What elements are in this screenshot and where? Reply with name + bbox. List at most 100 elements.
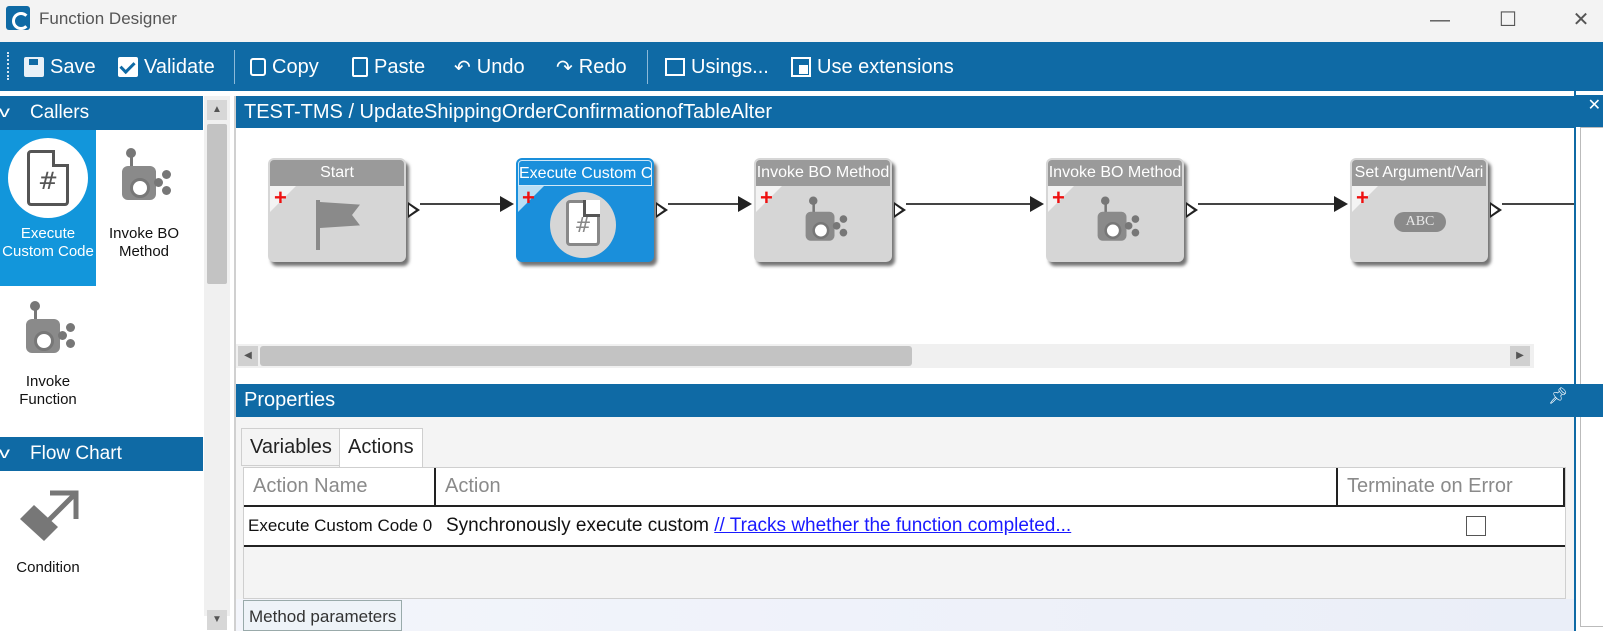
bo-method-icon — [116, 148, 176, 208]
usings-label: Usings... — [691, 55, 769, 78]
maximize-button[interactable]: ☐ — [1499, 9, 1517, 31]
usings-button[interactable]: Usings... — [665, 53, 769, 81]
tool-condition[interactable]: Condition — [0, 475, 96, 585]
undo-icon: ↶ — [454, 56, 471, 79]
actions-table: Action Name Action Terminate on Error Ex… — [243, 467, 1566, 599]
output-connector[interactable] — [894, 202, 906, 218]
scroll-right-icon[interactable]: ▶ — [1510, 346, 1530, 366]
toolbar-grip[interactable] — [7, 52, 9, 80]
undo-button[interactable]: ↶ Undo — [454, 53, 525, 81]
redo-icon: ↷ — [556, 56, 573, 79]
bottom-tab-strip — [236, 599, 1574, 631]
close-button[interactable]: ✕ — [1572, 9, 1590, 31]
activity-invoke-bo-method[interactable]: Invoke BO Method + — [754, 158, 906, 262]
chevron-down-icon: v — [0, 445, 35, 463]
paste-button[interactable]: Paste — [352, 53, 425, 81]
title-bar: Function Designer — ☐ ✕ — [0, 0, 1603, 42]
activity-set-argument[interactable]: Set Argument/Vari + ABC — [1350, 158, 1502, 262]
output-connector[interactable] — [1186, 202, 1198, 218]
add-icon[interactable]: + — [1052, 185, 1065, 210]
toolbox-scrollbar[interactable]: ▲ ▼ — [204, 96, 230, 630]
tool-execute-custom-code[interactable]: # Execute Custom Code — [0, 130, 96, 286]
save-label: Save — [50, 55, 96, 78]
chevron-down-icon: v — [0, 104, 35, 122]
redo-label: Redo — [578, 55, 627, 78]
terminate-on-error-checkbox[interactable] — [1466, 516, 1486, 536]
cell-action-name: Execute Custom Code 0 — [248, 516, 432, 535]
arrow-icon — [1030, 196, 1044, 212]
column-header-action[interactable]: Action — [445, 475, 501, 497]
side-panel-body — [1580, 127, 1603, 627]
copy-label: Copy — [272, 55, 319, 78]
document-hash-icon: # — [566, 200, 600, 246]
side-panel-collapsed[interactable]: ✕ — [1574, 91, 1603, 631]
validate-button[interactable]: Validate — [118, 53, 215, 81]
toolbox-group-callers[interactable]: v Callers — [0, 96, 203, 130]
condition-icon — [20, 490, 79, 541]
pin-icon[interactable]: 📌︎ — [1548, 388, 1569, 405]
use-extensions-button[interactable]: Use extensions — [791, 53, 954, 81]
tool-label: Execute Custom Code — [2, 225, 94, 260]
paste-icon — [352, 57, 368, 77]
output-connector[interactable] — [1490, 202, 1502, 218]
flow-connector — [906, 203, 1032, 205]
tool-invoke-bo-method[interactable]: Invoke BO Method — [96, 130, 192, 286]
panel-divider[interactable] — [234, 96, 236, 631]
arrow-icon — [500, 196, 514, 212]
activity-start[interactable]: Start + — [268, 158, 420, 262]
save-icon — [24, 57, 44, 77]
flow-connector — [668, 203, 740, 205]
scroll-left-icon[interactable]: ◀ — [238, 346, 258, 366]
scroll-down-icon[interactable]: ▼ — [207, 610, 227, 630]
bo-method-icon — [801, 196, 852, 248]
tool-invoke-function[interactable]: Invoke Function — [0, 291, 96, 427]
usings-icon — [665, 58, 685, 76]
flow-connector — [1502, 203, 1574, 205]
activity-title: Invoke BO Method — [1048, 160, 1182, 186]
bo-method-icon — [1093, 196, 1144, 248]
add-icon[interactable]: + — [1356, 185, 1369, 210]
add-icon[interactable]: + — [274, 185, 287, 210]
minimize-button[interactable]: — — [1430, 9, 1450, 31]
window-title: Function Designer — [39, 9, 177, 28]
properties-header: Properties — [236, 384, 1603, 417]
output-connector[interactable] — [408, 202, 420, 218]
arrow-icon — [1334, 196, 1348, 212]
activity-execute-custom-code[interactable]: Execute Custom Co + # — [516, 158, 668, 262]
custom-code-icon: # — [550, 192, 616, 258]
toolbox-group-flow-chart[interactable]: v Flow Chart — [0, 437, 203, 471]
paste-label: Paste — [374, 55, 426, 78]
flow-canvas[interactable]: Start + Execute Custom Co + # Invoke BO … — [236, 128, 1574, 352]
activity-title: Invoke BO Method — [756, 160, 890, 186]
scrollbar-thumb[interactable] — [207, 124, 227, 284]
table-row[interactable]: Execute Custom Code 0 Synchronously exec… — [244, 507, 1565, 547]
toolbox-panel: v Callers # Execute Custom Code Invoke B… — [0, 91, 204, 631]
tab-actions[interactable]: Actions — [339, 428, 423, 468]
function-icon — [20, 301, 80, 361]
flow-connector — [1198, 203, 1336, 205]
add-icon[interactable]: + — [522, 185, 535, 210]
tool-label: Invoke BO Method — [108, 225, 180, 260]
activity-title: Execute Custom Co — [518, 160, 652, 186]
tab-method-parameters[interactable]: Method parameters — [243, 600, 403, 631]
activity-title: Set Argument/Vari — [1352, 160, 1486, 186]
copy-button[interactable]: Copy — [250, 53, 319, 81]
copy-icon — [250, 58, 266, 76]
close-icon[interactable]: ✕ — [1576, 95, 1603, 127]
add-icon[interactable]: + — [760, 185, 773, 210]
checkbox-check-icon — [118, 57, 138, 77]
save-button[interactable]: Save — [24, 53, 96, 81]
activity-invoke-bo-method-2[interactable]: Invoke BO Method + — [1046, 158, 1198, 262]
table-header: Action Name Action Terminate on Error — [244, 468, 1565, 507]
column-header-action-name[interactable]: Action Name — [253, 475, 368, 497]
cell-action: Synchronously execute custom // Tracks w… — [446, 507, 1334, 545]
document-hash-icon: # — [27, 150, 69, 206]
scrollbar-thumb[interactable] — [260, 346, 912, 366]
column-header-terminate-on-error[interactable]: Terminate on Error — [1347, 475, 1513, 497]
output-connector[interactable] — [656, 202, 668, 218]
action-code-link[interactable]: // Tracks whether the function completed… — [714, 515, 1072, 536]
scroll-up-icon[interactable]: ▲ — [207, 100, 227, 120]
tab-variables[interactable]: Variables — [241, 428, 341, 466]
redo-button[interactable]: ↷ Redo — [556, 53, 627, 81]
canvas-horizontal-scrollbar[interactable]: ◀ ▶ — [236, 344, 1534, 368]
